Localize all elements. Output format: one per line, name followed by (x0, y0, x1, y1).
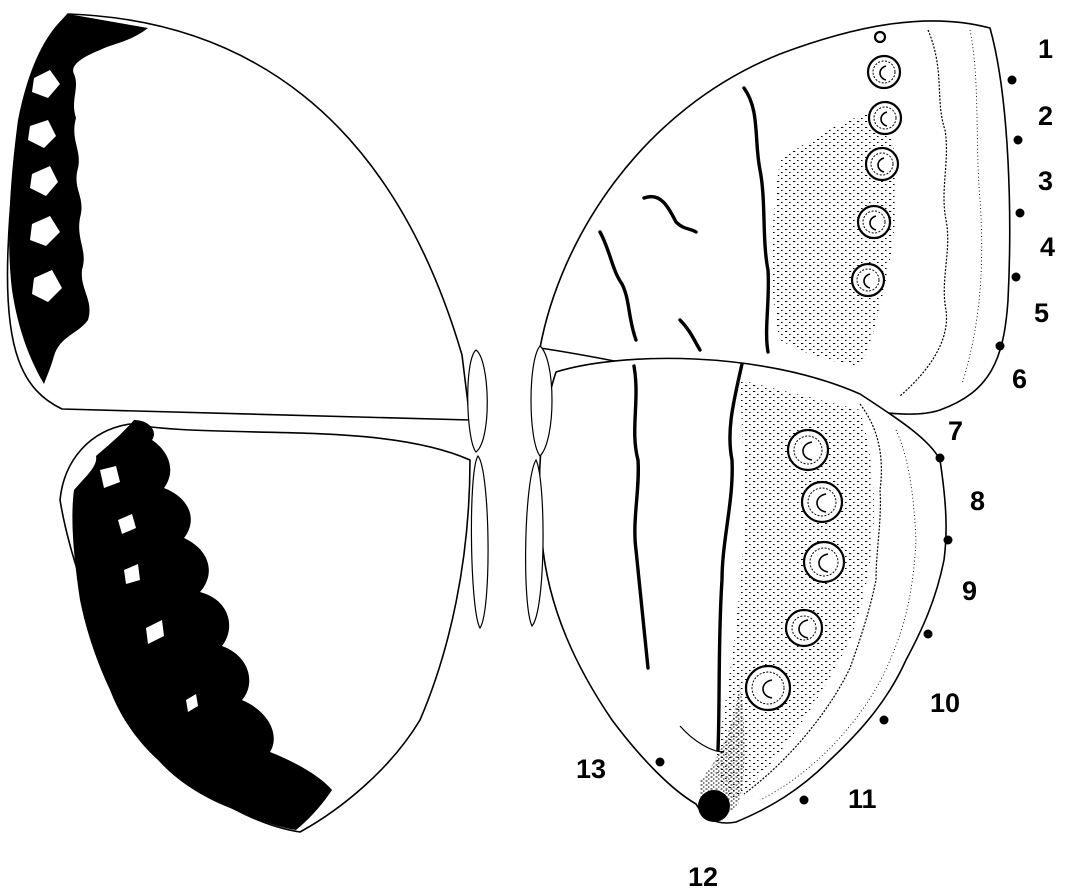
point-label-8: 8 (970, 486, 985, 516)
point-label-7: 7 (948, 416, 963, 446)
margin-dot (924, 630, 933, 639)
point-label-9: 9 (962, 576, 977, 606)
point-label-3: 3 (1038, 166, 1053, 196)
margin-dot (996, 342, 1005, 351)
point-label-11: 11 (848, 784, 877, 814)
left-body-outline (468, 350, 488, 628)
eyespot (802, 482, 842, 522)
point-label-5: 5 (1034, 298, 1049, 328)
right-abdomen (526, 460, 543, 626)
point-label-12: 12 (688, 862, 718, 891)
eyespot (804, 542, 844, 582)
eyespot (786, 610, 822, 646)
eyespot (788, 430, 828, 470)
margin-dot (1016, 209, 1025, 218)
forewing-spot (18, 30, 36, 56)
right-hindwing-tornal-spot (698, 790, 730, 822)
eyespot (858, 206, 890, 238)
margin-dot (1008, 76, 1017, 85)
eyespot (746, 666, 790, 710)
margin-dot (936, 454, 945, 463)
eyespot (869, 102, 901, 134)
point-label-6: 6 (1012, 364, 1027, 394)
point-label-13: 13 (576, 754, 606, 784)
margin-dot (1014, 136, 1023, 145)
point-label-4: 4 (1040, 232, 1055, 262)
margin-dot (880, 716, 889, 725)
upperside-view (7, 14, 488, 832)
eyespot (852, 264, 884, 296)
eyespot-apical (875, 32, 885, 42)
margin-dot (944, 536, 953, 545)
margin-dot (656, 758, 665, 767)
point-label-1: 1 (1038, 34, 1053, 64)
point-label-10: 10 (930, 688, 960, 718)
eyespot (866, 148, 898, 180)
margin-dot (800, 796, 809, 805)
margin-dot (1012, 273, 1021, 282)
left-abdomen (471, 456, 488, 628)
eyespot (868, 56, 900, 88)
left-thorax (468, 350, 488, 452)
point-label-2: 2 (1038, 101, 1053, 131)
